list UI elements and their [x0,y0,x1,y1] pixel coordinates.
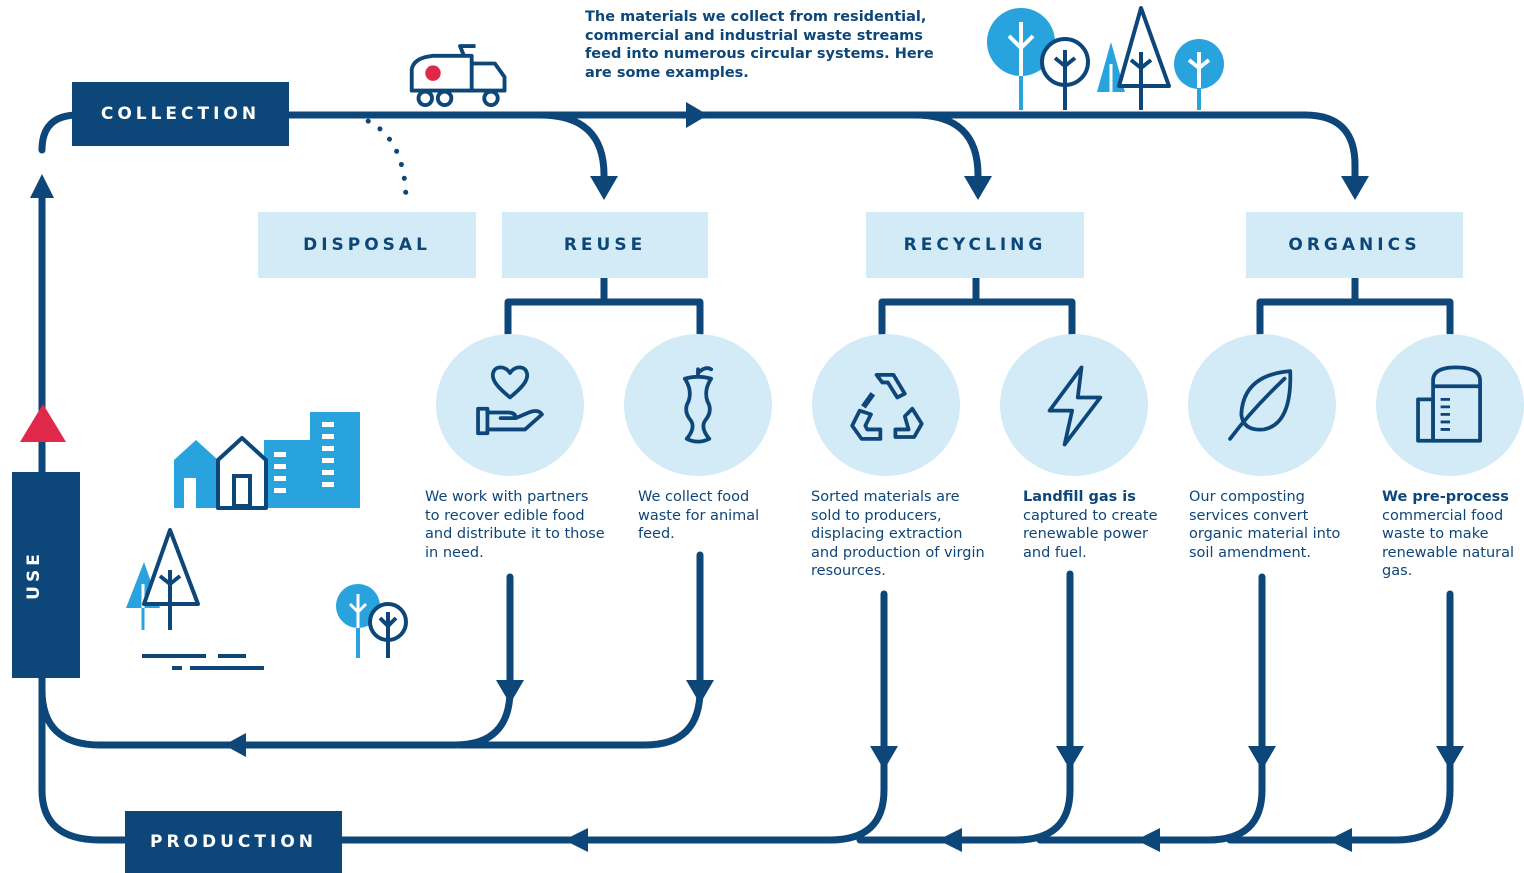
recycling-curve [911,111,982,189]
animal-feed-text-body: We collect food waste for animal feed. [638,489,760,542]
reuse-return-2 [456,551,704,749]
leaf-circle [1188,334,1336,476]
arrow-to-reuse [590,176,618,200]
garbage-truck-icon [409,44,507,107]
landfill-gas-text-body: captured to create renewable power and f… [1023,507,1158,561]
reuse-label: REUSE [563,235,647,255]
digester-text: We pre-process commercial food waste to … [1382,488,1522,581]
composting-text-body: Our composting services convert organic … [1189,489,1341,561]
landfill-gas-text-bold: Landfill gas is [1023,489,1136,505]
disposal-label: DISPOSAL [303,235,431,255]
use-label: USE [24,550,44,600]
lightning-icon [1047,365,1103,447]
small-trees-icon [336,584,408,658]
lightning-circle [1000,334,1148,476]
heart-hand-icon [476,365,544,436]
arrow-down-2 [686,680,714,704]
arrow-down-6 [1436,746,1464,770]
recycle-circle [812,334,960,476]
arrow-top-right [686,102,708,128]
reuse-split [504,274,704,337]
buildings-icon [174,412,360,510]
disposal-box: DISPOSAL [258,212,476,278]
recycle-icon [850,373,924,441]
digester-text-body: commercial food waste to make renewable … [1382,507,1515,580]
landfill-gas-text: Landfill gas is captured to create renew… [1023,488,1173,562]
reuse-food-text: We work with partners to recover edible … [425,488,605,562]
collection-box: COLLECTION [72,82,289,146]
top-flow-line [38,111,1359,189]
reuse-food-text-body: We work with partners to recover edible … [425,489,605,561]
arrow-to-organics [1341,176,1369,200]
arrow-left-5 [1328,828,1352,852]
arrow-left-up [30,174,54,198]
reuse-box: REUSE [502,212,708,278]
organics-split [1256,274,1454,337]
reuse-return [38,573,514,749]
reuse-curve [536,111,608,189]
arrow-to-recycling [964,176,992,200]
arrow-left-1 [224,733,246,757]
organics-box: ORGANICS [1246,212,1463,278]
leaf-icon [1228,369,1293,441]
landfill-return [856,570,1074,844]
heart-hand-circle [436,334,584,476]
arrow-left-2 [564,828,588,852]
recycling-text-body: Sorted materials are sold to producers, … [811,489,985,579]
recycling-text: Sorted materials are sold to producers, … [811,488,989,581]
production-return [38,590,888,844]
intro-text: The materials we collect from residentia… [585,9,934,81]
recycling-split [878,274,1076,337]
recycling-label: RECYCLING [903,235,1047,255]
use-box [12,472,80,678]
apple-core-circle [624,334,772,476]
production-box: PRODUCTION [125,811,342,873]
red-arrow-icon [20,404,66,442]
arrow-down-4 [1056,746,1084,770]
compost-return [1036,573,1266,844]
arrow-left-3 [938,828,962,852]
digester-circle [1376,334,1524,476]
composting-text: Our composting services convert organic … [1189,488,1365,562]
top-trees-icon [987,6,1224,110]
recycling-box: RECYCLING [866,212,1084,278]
collection-label: COLLECTION [100,104,261,124]
arrow-down-3 [870,746,898,770]
digester-return [1226,590,1454,844]
organics-label: ORGANICS [1288,235,1421,255]
arrow-down-5 [1248,746,1276,770]
disposal-dotted-line [352,113,409,203]
apple-core-icon [682,366,714,444]
production-label: PRODUCTION [150,832,317,852]
digester-icon [1416,365,1482,443]
ground-trees-icon [126,528,264,670]
arrow-left-4 [1136,828,1160,852]
arrow-down-1 [496,680,524,704]
digester-text-bold: We pre-process [1382,489,1509,505]
animal-feed-text: We collect food waste for animal feed. [638,488,778,544]
